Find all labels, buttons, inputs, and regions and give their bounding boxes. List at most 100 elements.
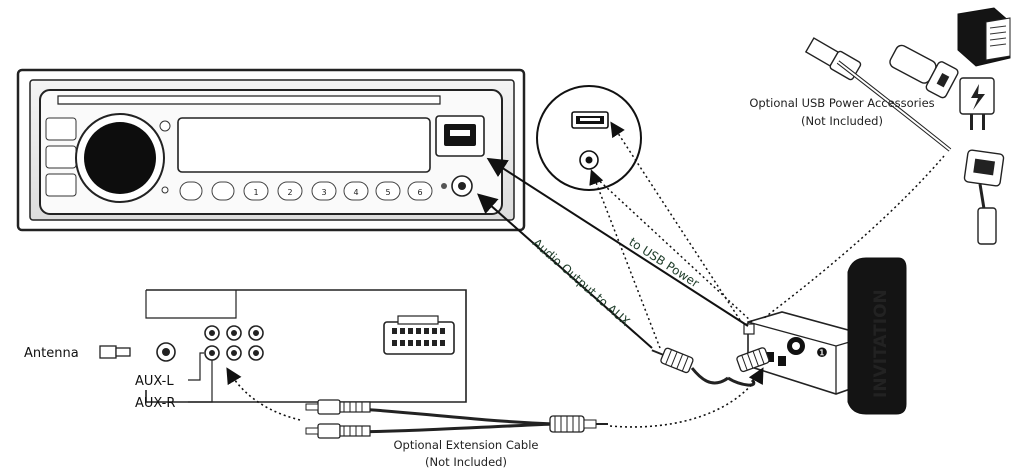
module-button-center xyxy=(792,342,800,350)
aux-cable-plug-left xyxy=(651,347,694,374)
harness-pin xyxy=(392,328,397,334)
dotted-extension-to-module xyxy=(609,367,764,428)
usb-accessory-cable-inner xyxy=(837,61,951,151)
extension-cable: Optional Extension Cable (Not Included) xyxy=(305,399,608,469)
aux-l-label: AUX-L xyxy=(135,374,174,389)
aux-r-label: AUX-R xyxy=(135,396,175,411)
rca-jack-center xyxy=(209,330,215,336)
preset-button xyxy=(343,181,369,201)
usb-power-arrow xyxy=(486,157,749,327)
harness-pin xyxy=(416,328,421,334)
preset-label-2: 2 xyxy=(287,188,292,197)
extension-cable-subtitle: (Not Included) xyxy=(425,455,507,469)
preset-button-row: 1 2 3 4 5 6 xyxy=(179,181,433,201)
harness-body xyxy=(383,321,455,355)
rca-plug-body xyxy=(317,423,341,439)
preset-button xyxy=(311,181,337,201)
usb-power-accessories: Optional USB Power Accessories (Not Incl… xyxy=(749,7,1011,245)
aux-cable-plug-right xyxy=(736,347,770,373)
rca-plug-pin xyxy=(305,403,319,411)
usb-accessories-label: Optional USB Power Accessories xyxy=(749,96,934,110)
wiring-harness-connector xyxy=(383,315,455,355)
wall-charger-bolt-icon xyxy=(959,77,995,130)
audio-output-label: Audio Output to AUX xyxy=(530,236,633,329)
aux-cable xyxy=(651,347,770,387)
antenna-plug-tip xyxy=(115,347,131,357)
jack-plug-sleeve xyxy=(583,419,597,429)
radio-aux-hole xyxy=(458,182,466,190)
aux-plug-body xyxy=(736,347,770,373)
rca-jack-center xyxy=(209,350,215,356)
extension-35mm-plug xyxy=(549,415,608,433)
harness-clip xyxy=(397,315,439,325)
radio-led-icon xyxy=(441,183,447,189)
harness-pin xyxy=(416,340,421,346)
rca-plug-upper xyxy=(305,399,371,415)
harness-pin xyxy=(424,328,429,334)
aux-plug-ridges xyxy=(665,349,689,372)
aux-r-leader xyxy=(188,360,213,403)
preset-button xyxy=(211,181,235,201)
mode-button xyxy=(45,145,77,169)
source-button xyxy=(45,117,77,141)
module-usb-port xyxy=(778,356,786,366)
car-radio-head-unit: 1 2 3 4 5 6 xyxy=(16,68,526,232)
zoom-aux-hole xyxy=(585,156,593,164)
volume-knob xyxy=(84,122,156,194)
car-charger-socket xyxy=(936,73,950,88)
rca-jack-center xyxy=(231,330,237,336)
rca-plug-pin xyxy=(305,427,319,435)
radio-display xyxy=(177,117,431,173)
harness-pin xyxy=(432,328,437,334)
rca-jacks xyxy=(204,325,264,361)
dotted-extension-to-aux xyxy=(226,367,301,421)
jack-plug-ridges xyxy=(554,416,580,432)
rca-jack-center xyxy=(253,350,259,356)
module-usb-out xyxy=(743,323,755,335)
zoom-circle xyxy=(536,85,642,191)
band-button xyxy=(45,173,77,197)
harness-pin xyxy=(408,328,413,334)
usb-connector-socket xyxy=(973,158,996,176)
rca-jack-center xyxy=(231,350,237,356)
small-button-icon xyxy=(159,120,171,132)
aux-plug-ridges xyxy=(741,348,765,371)
rear-panel-outline xyxy=(145,289,467,403)
wall-prong-right xyxy=(982,114,985,130)
invitation-module: ❶ INVITATION xyxy=(743,257,907,415)
disc-slot xyxy=(57,95,441,105)
rca-jack-center xyxy=(253,330,259,336)
harness-pin xyxy=(424,340,429,346)
preset-button xyxy=(179,181,203,201)
usb-connector-bottom xyxy=(963,149,1005,187)
module-number-badge: ❶ xyxy=(816,346,828,361)
dotted-aux-to-zoom xyxy=(589,169,661,349)
rear-panel: Antenna AUX-L AUX-R xyxy=(24,289,467,411)
wall-cube-vents xyxy=(989,25,1007,47)
bolt-icon xyxy=(971,84,985,110)
extension-cable-label: Optional Extension Cable xyxy=(393,438,538,452)
harness-pin xyxy=(408,340,413,346)
preset-label-4: 4 xyxy=(353,188,358,197)
dotted-usb-to-zoom xyxy=(610,121,741,321)
antenna-jack-center xyxy=(162,348,170,356)
rca-plug-ridges xyxy=(343,426,363,436)
car-charger-icon xyxy=(889,44,959,99)
harness-pin xyxy=(392,340,397,346)
module-brand-panel xyxy=(847,257,907,415)
aux-cable-wire-loop xyxy=(727,376,756,387)
reset-dot-icon xyxy=(161,186,169,194)
module-aux-port xyxy=(766,352,774,362)
harness-pin xyxy=(432,340,437,346)
usb-tail-plug xyxy=(977,207,997,245)
preset-button xyxy=(243,181,269,201)
rear-panel-inner-line xyxy=(145,290,237,319)
brand-label: INVITATION xyxy=(871,289,891,398)
harness-pin xyxy=(400,340,405,346)
harness-pin xyxy=(440,340,445,346)
rca-plug-lower xyxy=(305,423,371,439)
preset-button xyxy=(407,181,433,201)
rca-plug-grip xyxy=(339,425,371,437)
harness-pin xyxy=(440,328,445,334)
